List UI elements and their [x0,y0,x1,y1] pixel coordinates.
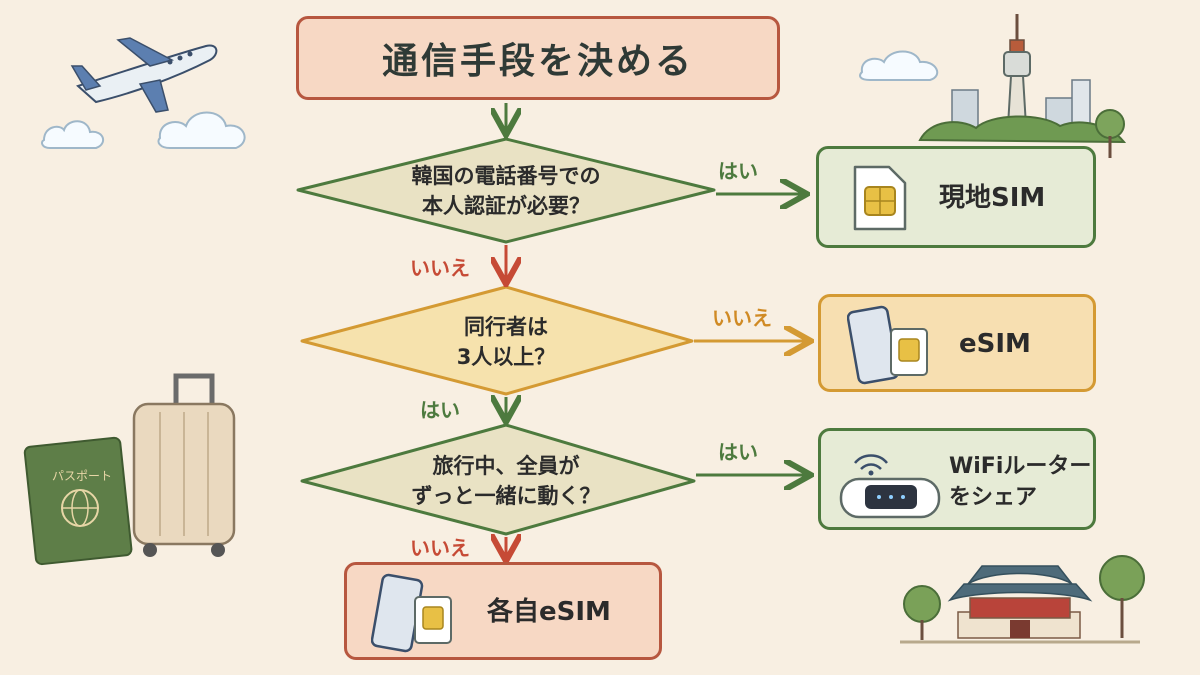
question-1-line1: 韓国の電話番号での [411,164,601,188]
result-each-esim: 各自eSIM [344,562,662,660]
palace-icon [900,555,1145,644]
question-3-line2: ずっと一緒に動く？ [411,484,601,508]
question-2-line2: 3人以上？ [456,345,556,369]
decision-diamond-q2 [300,285,694,396]
suitcase-icon [132,373,236,557]
cloud-icon [41,50,939,149]
esim-label: eSIM [959,329,1031,359]
question-3-text: 旅行中、全員が ずっと一緒に動く？ [376,451,636,511]
each-esim-label: 各自eSIM [487,597,611,627]
airplane-icon [70,37,218,113]
q1-no-label: いいえ [410,256,470,280]
q1-yes-label: はい [718,159,758,183]
local-sim-label: 現地SIM [939,183,1046,213]
q3-no-label: いいえ [410,536,470,560]
question-1-line2: 本人認証が必要？ [422,194,590,218]
passport-label: パスポート [52,469,112,483]
seoul-tower-icon [918,14,1127,158]
question-3-line1: 旅行中、全員が [432,454,580,478]
flowchart-title: 通信手段を決める [296,16,780,100]
wifi-router-label-line2: をシェア [949,485,1038,510]
question-1-text: 韓国の電話番号での 本人認証が必要？ [380,161,632,221]
wifi-router-icon [839,454,941,519]
phone-sim-icon [371,573,452,653]
q3-yes-label: はい [718,440,758,464]
result-esim: eSIM [818,294,1096,392]
result-wifi-router: WiFiルーター をシェア [818,428,1096,530]
result-local-sim: 現地SIM [816,146,1096,248]
q2-no-label: いいえ [712,306,772,330]
sim-card-icon [853,165,907,231]
wifi-router-label-line1: WiFiルーター [949,454,1092,479]
decision-diamond-q3 [300,423,696,536]
q2-yes-label: はい [420,398,460,422]
passport-icon: パスポート [23,436,133,566]
question-2-text: 同行者は 3人以上？ [396,312,616,372]
decision-diamond-q1 [296,137,716,244]
wifi-router-label: WiFiルーター をシェア [949,451,1091,513]
phone-sim-icon [847,305,928,385]
question-2-line1: 同行者は [464,315,548,339]
